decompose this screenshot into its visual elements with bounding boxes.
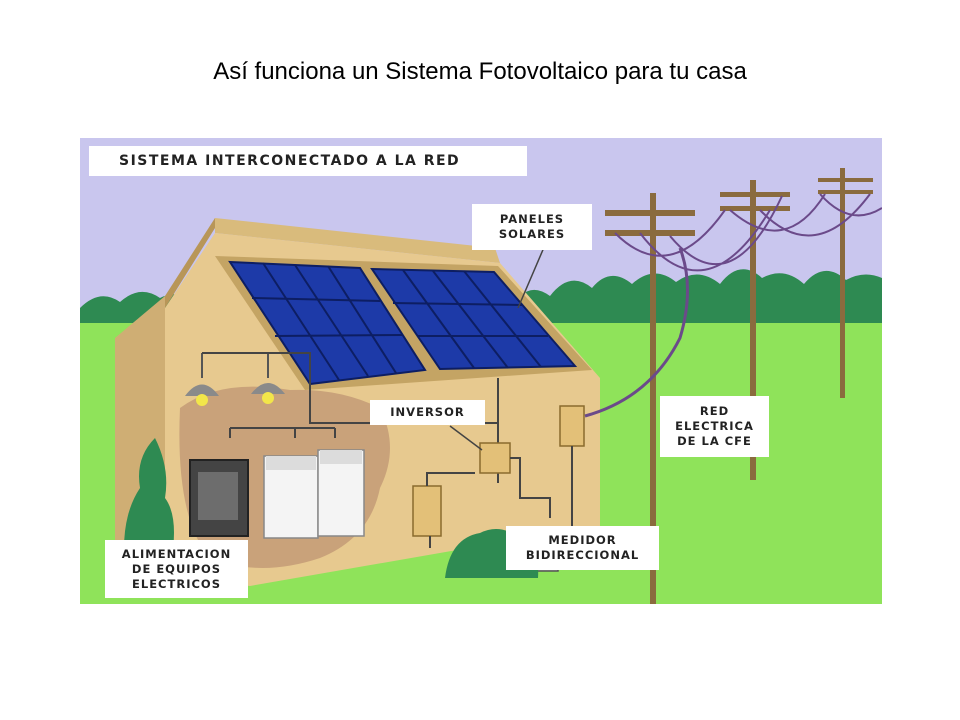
ceiling-lamp-right <box>251 353 285 404</box>
label-grid: RED ELECTRICA DE LA CFE <box>660 396 769 457</box>
label-meter-line-1: MEDIDOR <box>548 533 617 547</box>
label-meter: MEDIDOR BIDIRECCIONAL <box>506 526 659 570</box>
ceiling-lamp-left <box>185 353 219 406</box>
label-appliances-line-3: ELECTRICOS <box>132 576 221 591</box>
label-solar-panels-line-1: PANELES <box>499 212 565 226</box>
label-solar-panels: PANELES SOLARES <box>472 204 592 250</box>
label-inverter: INVERSOR <box>370 400 485 425</box>
appliance-wire <box>229 427 336 438</box>
label-inverter-line-1: INVERSOR <box>390 405 465 419</box>
utility-pole-3 <box>818 168 873 398</box>
label-solar-panels-line-2: SOLARES <box>498 227 566 241</box>
service-drop-wire <box>584 247 689 418</box>
leader-inverter <box>449 425 483 451</box>
label-grid-line-3: DE LA CFE <box>677 434 752 448</box>
system-wire <box>426 446 573 548</box>
inverter-unit <box>479 442 511 474</box>
slide-title: Así funciona un Sistema Fotovoltaico par… <box>213 58 747 85</box>
service-box <box>559 405 585 447</box>
diagram-header-text: SISTEMA INTERCONECTADO A LA RED <box>119 152 461 169</box>
label-meter-line-2: BIDIRECCIONAL <box>525 548 640 562</box>
utility-pole-1 <box>605 193 695 604</box>
house-gable <box>165 218 215 308</box>
breaker-panel <box>412 485 442 537</box>
tv-appliance <box>189 459 249 537</box>
utility-pole-2 <box>720 180 790 480</box>
label-grid-line-2: ELECTRICA <box>675 419 754 433</box>
solar-panel-left <box>228 260 427 386</box>
power-lines <box>614 193 882 272</box>
washer-dryer <box>263 449 365 539</box>
diagram-header-label: SISTEMA INTERCONECTADO A LA RED <box>89 146 527 176</box>
label-grid-line-1: RED <box>699 404 730 418</box>
bush-left <box>124 438 174 568</box>
label-appliances-line-2: DE EQUIPOS <box>131 561 222 576</box>
solar-panel-right <box>370 267 578 371</box>
roof-top <box>215 218 500 263</box>
label-appliances: ALIMENTACION DE EQUIPOS ELECTRICOS <box>105 540 248 598</box>
label-appliances-line-1: ALIMENTACION <box>121 546 232 561</box>
